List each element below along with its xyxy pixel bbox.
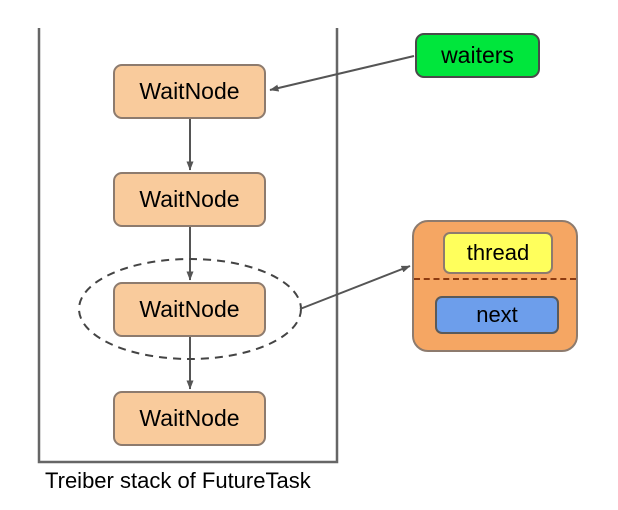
waitnode-label-3: WaitNode (139, 296, 240, 322)
waitnode-box-2[interactable]: WaitNode (113, 172, 266, 227)
waiters-box[interactable]: waiters (415, 33, 540, 78)
diagram-caption: Treiber stack of FutureTask (45, 468, 311, 493)
waitnode-label-2: WaitNode (139, 186, 240, 212)
field-separator-dashed (414, 278, 576, 280)
waiters-label: waiters (441, 42, 514, 68)
waitnode-label-1: WaitNode (139, 78, 240, 104)
arrow-node-to-field-detail (299, 265, 411, 310)
waitnode-box-1[interactable]: WaitNode (113, 64, 266, 119)
treiber-stack-container-outline (37, 28, 339, 464)
waitnode-label-4: WaitNode (139, 405, 240, 431)
field-next-label: next (476, 302, 518, 327)
field-next-box[interactable]: next (435, 296, 559, 334)
waitnode-box-4[interactable]: WaitNode (113, 391, 266, 446)
field-thread-label: thread (466, 240, 530, 265)
waitnode-fields-box[interactable]: thread next (412, 220, 578, 352)
waitnode-box-3[interactable]: WaitNode (113, 282, 266, 337)
arrow-waiters-to-head-node (269, 55, 415, 92)
field-thread-box[interactable]: thread (443, 232, 553, 274)
